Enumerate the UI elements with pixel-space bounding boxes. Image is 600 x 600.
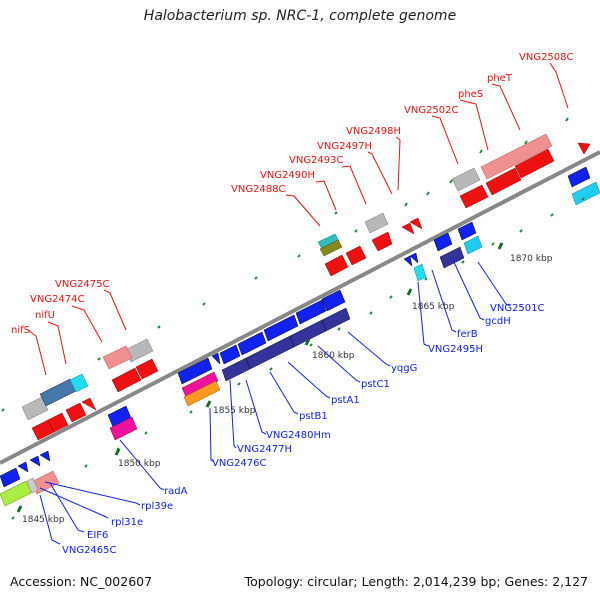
map-title: Halobacterium sp. NRC-1, complete genome — [143, 8, 457, 24]
gene-label-yqgG: yqgG — [391, 363, 417, 374]
blue-gene-labels: VNG2465C EIF6 rpl31e rpl39e radA VNG2476… — [62, 303, 545, 556]
gene-label-VNG2480Hm: VNG2480Hm — [266, 430, 331, 441]
nif-feature-box-cyan — [69, 373, 89, 393]
gene-label-VNG2490H: VNG2490H — [260, 170, 315, 181]
magenta-box-2 — [181, 371, 219, 398]
scale-label: 1855 kbp — [213, 406, 256, 416]
gene-label-VNG2495H: VNG2495H — [428, 344, 483, 355]
red-arrows — [31, 142, 591, 441]
gene-label-VNG2508C: VNG2508C — [519, 52, 574, 63]
gene-label-VNG2475C: VNG2475C — [55, 279, 110, 290]
scale-label: 1870 kbp — [510, 254, 553, 264]
gene-label-EIF6: EIF6 — [87, 530, 108, 541]
red-leader-lines — [27, 62, 569, 376]
blue-arrows — [0, 166, 591, 488]
lower-features — [0, 166, 600, 507]
gene-label-nifU: nifU — [35, 310, 55, 321]
gene-label-VNG2465C: VNG2465C — [62, 545, 117, 556]
cyan-box — [413, 263, 427, 282]
gene-label-pheT: pheT — [487, 73, 513, 84]
tick-marks — [1, 117, 585, 520]
gene-label-VNG2498H: VNG2498H — [346, 126, 401, 137]
nif-feature-box — [39, 378, 77, 407]
gene-label-VNG2497H: VNG2497H — [317, 141, 372, 152]
olive-feature-box-2 — [319, 239, 343, 257]
gene-label-VNG2493C: VNG2493C — [289, 155, 344, 166]
cyan-box-2 — [463, 235, 483, 255]
cyan-box-3 — [571, 181, 600, 206]
orange-box — [183, 380, 221, 407]
gene-label-pheS: pheS — [458, 89, 483, 100]
genome-summary-text: Topology: circular; Length: 2,014,239 bp… — [244, 574, 588, 589]
scale-label: 1860 kbp — [312, 351, 355, 361]
gene-label-VNG2474C: VNG2474C — [30, 294, 85, 305]
scale-label: 1845 kbp — [22, 515, 65, 525]
gene-label-nifS: nifS — [11, 325, 30, 336]
scale-label: 1865 kbp — [412, 302, 455, 312]
gene-label-gcdH: gcdH — [485, 316, 511, 327]
olive-feature-box — [317, 233, 340, 250]
accession-text: Accession: NC_002607 — [10, 574, 153, 589]
gene-label-VNG2488C: VNG2488C — [231, 184, 286, 195]
gene-label-rpl39e: rpl39e — [141, 501, 173, 512]
gene-label-VNG2477H: VNG2477H — [237, 444, 292, 455]
gene-label-VNG2476C: VNG2476C — [212, 458, 267, 469]
gene-label-pstB1: pstB1 — [299, 411, 328, 422]
blue-leader-lines — [39, 257, 511, 545]
gene-label-radA: radA — [164, 486, 188, 497]
red-gene-labels: nifS nifU VNG2474C VNG2475C VNG2488C VNG… — [11, 52, 574, 336]
genome-backbone — [0, 150, 600, 465]
major-ticks — [16, 242, 504, 513]
gene-label-VNG2501C: VNG2501C — [490, 303, 545, 314]
scale-labels: 1845 kbp 1850 kbp 1855 kbp 1860 kbp 1865… — [22, 254, 553, 525]
scale-label: 1850 kbp — [118, 459, 161, 469]
navy-boxes — [221, 246, 465, 382]
gray-feature-boxes — [21, 167, 481, 421]
gray-lower-box — [26, 477, 39, 494]
gene-label-pstA1: pstA1 — [331, 395, 360, 406]
gene-label-rpl31e: rpl31e — [111, 517, 143, 528]
magenta-box — [109, 416, 138, 441]
green-box — [0, 480, 32, 507]
gene-label-pstC1: pstC1 — [361, 379, 390, 390]
gene-label-VNG2502C: VNG2502C — [404, 105, 459, 116]
gene-label-ferB: ferB — [457, 329, 478, 340]
